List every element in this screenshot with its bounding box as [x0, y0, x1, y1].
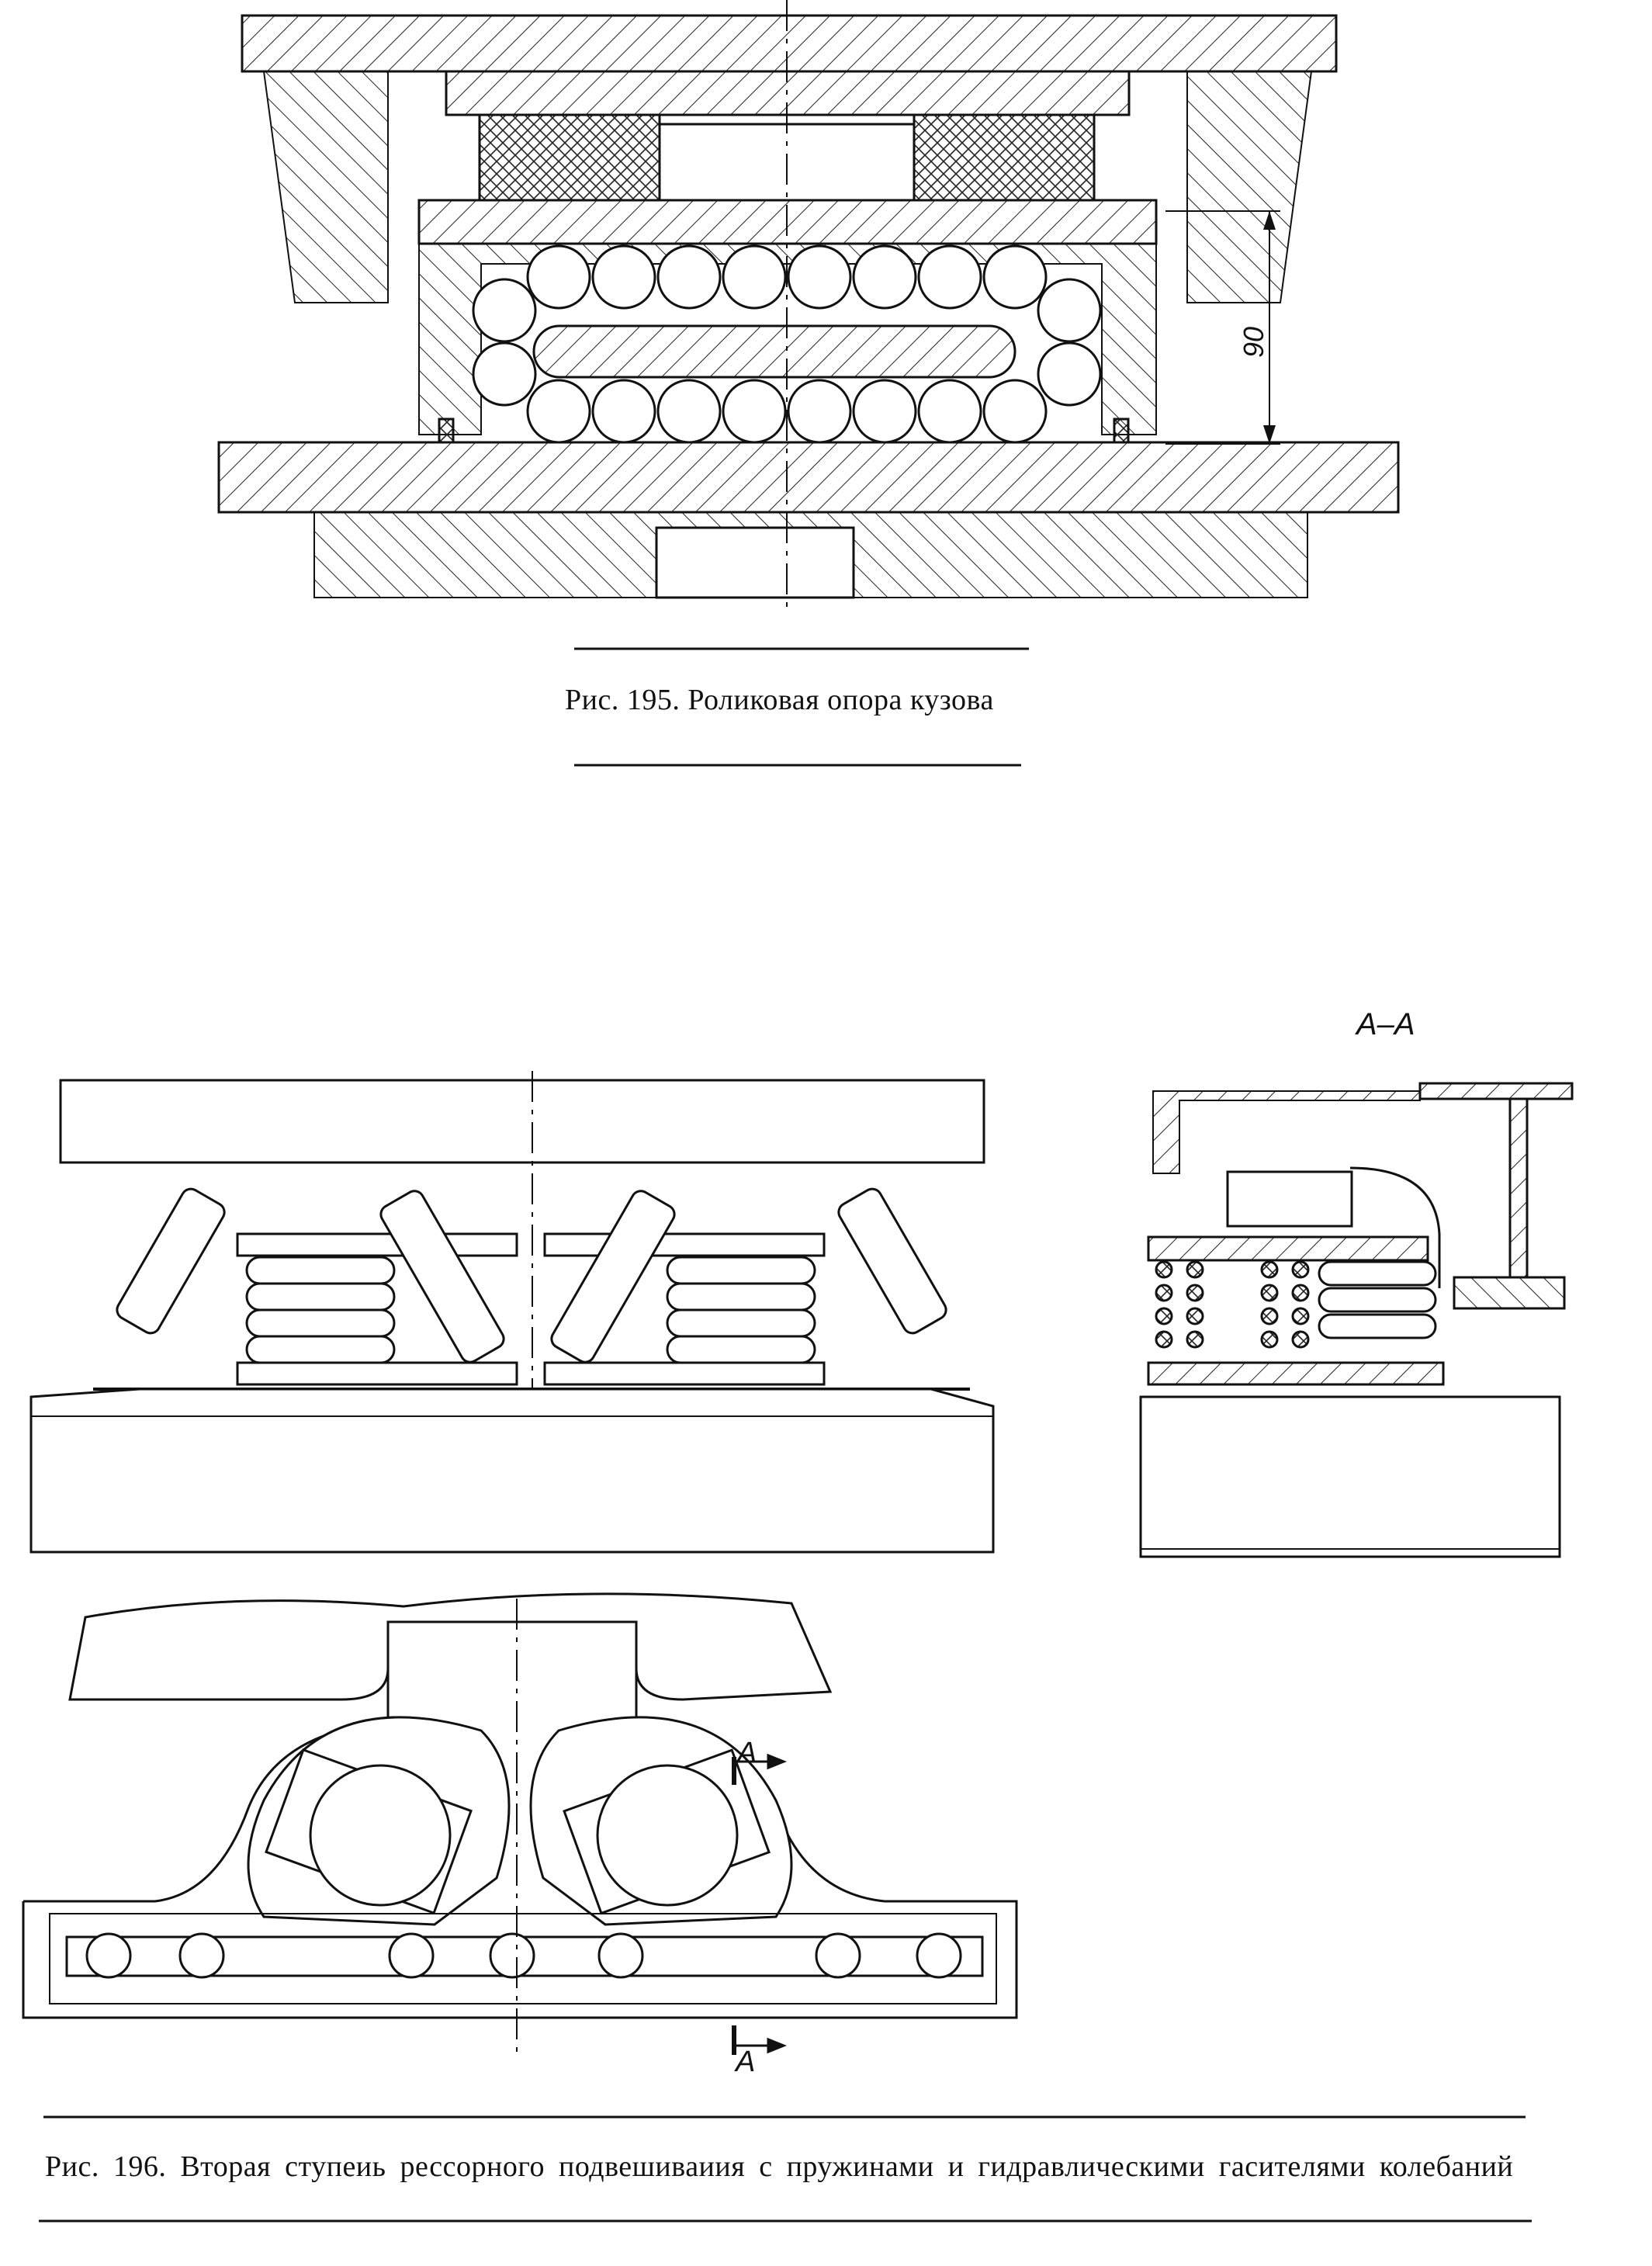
- figure-196-section-aa: [1139, 1082, 1574, 1558]
- section-body-bracket: [1152, 1090, 1421, 1174]
- seal-right: [1113, 418, 1130, 444]
- figure-196-caption: Рис. 196. Вторая ступеиь рессорного подв…: [45, 2150, 1514, 2183]
- inner-race: [532, 324, 1016, 379]
- section-coil-springs: [1155, 1260, 1310, 1349]
- rubber-pad-left: [478, 113, 661, 202]
- i-beam-flange-top: [1418, 1082, 1574, 1100]
- bogie-frame-side: [29, 1388, 995, 1554]
- left-side-wall: [262, 71, 389, 303]
- body-outline-plan: [68, 1592, 833, 1701]
- spring-set-right: [543, 1232, 826, 1386]
- hydraulic-damper-1: [116, 1187, 226, 1335]
- right-side-wall: [1186, 71, 1313, 303]
- rubber-pad-right: [913, 113, 1096, 202]
- bogie-frame-plate: [217, 441, 1400, 514]
- i-beam-flange-bottom: [1453, 1276, 1566, 1310]
- figure-196-side-view: [29, 1071, 995, 1554]
- body-top-beam: [241, 14, 1338, 73]
- section-mark-bottom: А: [736, 2046, 756, 2078]
- center-pivot-left: [309, 1764, 452, 1907]
- dimension-90-label: 90: [1238, 326, 1270, 359]
- center-pivot-right: [596, 1764, 739, 1907]
- joint-circles: [85, 1932, 962, 1979]
- figure-196-plan-view: [22, 1592, 1018, 2056]
- seal-left: [438, 418, 455, 444]
- hydraulic-damper-4: [837, 1187, 947, 1335]
- section-mark-top: А: [737, 1737, 757, 1769]
- spring-set-left: [236, 1232, 518, 1386]
- hydraulic-damper-2: [379, 1190, 505, 1363]
- section-aa-title: А–А: [1356, 1007, 1415, 1041]
- hydraulic-damper-3: [550, 1190, 676, 1363]
- section-frame: [1139, 1395, 1561, 1558]
- rollers: [472, 244, 1102, 444]
- figure-195-caption: Рис. 195. Роликовая опора кузова: [565, 684, 994, 716]
- body-bolster: [59, 1079, 985, 1164]
- longitudinal-bar: [49, 1913, 997, 2004]
- connecting-link: [1349, 1166, 1441, 1288]
- i-beam-web: [1508, 1097, 1529, 1279]
- lower-pin-hole: [655, 526, 855, 599]
- figure-195-drawing: [217, 0, 1400, 613]
